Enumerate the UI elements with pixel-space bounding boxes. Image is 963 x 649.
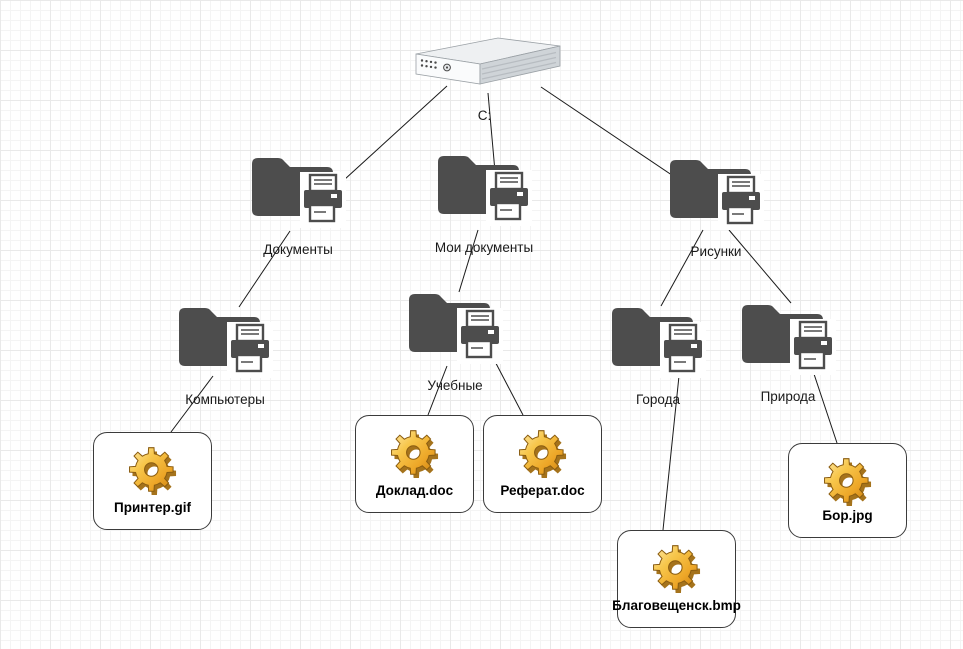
folder-printer-icon: [175, 300, 275, 380]
gear-icon: [388, 427, 442, 483]
node-label-dokumenty: Документы: [263, 242, 333, 257]
gear-icon: [650, 542, 704, 598]
node-label-referat-doc: Реферат.doc: [500, 483, 585, 498]
folder-printer-icon: [405, 286, 505, 366]
node-label-kompyutery: Компьютеры: [185, 392, 265, 407]
node-file-blagoveshchensk-bmp[interactable]: Благовещенск.bmp: [612, 530, 741, 628]
gear-icon: [516, 427, 570, 483]
folder-printer-icon: [248, 150, 348, 230]
node-file-printer-gif[interactable]: Принтер.gif: [93, 432, 212, 530]
node-folder-risunki[interactable]: Рисунки: [666, 152, 766, 264]
node-label-goroda: Города: [635, 392, 681, 407]
node-label-bor-jpg: Бор.jpg: [822, 508, 873, 523]
node-folder-priroda[interactable]: Природа: [738, 297, 838, 409]
node-folder-goroda[interactable]: Города: [608, 300, 708, 412]
node-label-printer-gif: Принтер.gif: [113, 500, 192, 515]
node-label-doklad-doc: Доклад.doc: [375, 483, 454, 498]
node-file-doklad-doc[interactable]: Доклад.doc: [355, 415, 474, 513]
node-folder-moi-dokumenty[interactable]: Мои документы: [434, 148, 534, 260]
node-label-priroda: Природа: [760, 389, 816, 404]
folder-printer-icon: [738, 297, 838, 377]
edge-risunki-to-priroda[interactable]: [728, 229, 792, 304]
gear-icon: [126, 444, 180, 500]
node-folder-dokumenty[interactable]: Документы: [248, 150, 348, 262]
node-folder-kompyutery[interactable]: Компьютеры: [175, 300, 275, 412]
node-folder-uchebnye[interactable]: Учебные: [405, 286, 505, 398]
edge-kompyutery-to-printer-gif[interactable]: [170, 375, 214, 433]
network-server-icon: [402, 32, 567, 94]
edge-goroda-to-blagoveshchensk-bmp[interactable]: [662, 375, 680, 531]
edge-moi-dokumenty-to-uchebnye[interactable]: [458, 229, 479, 293]
edge-dokumenty-to-kompyutery[interactable]: [238, 230, 291, 308]
node-label-drive-c: C:: [477, 108, 492, 123]
edge-risunki-to-goroda[interactable]: [660, 229, 704, 307]
edge-uchebnye-to-doklad-doc[interactable]: [427, 365, 448, 416]
node-label-blagoveshchensk-bmp: Благовещенск.bmp: [612, 598, 741, 613]
folder-printer-icon: [608, 300, 708, 380]
node-file-referat-doc[interactable]: Реферат.doc: [483, 415, 602, 513]
node-drive-c[interactable]: C:: [402, 32, 567, 132]
edge-priroda-to-bor-jpg[interactable]: [812, 370, 838, 444]
node-label-moi-dokumenty: Мои документы: [434, 240, 534, 255]
folder-printer-icon: [434, 148, 534, 228]
node-label-risunki: Рисунки: [690, 244, 742, 259]
node-file-bor-jpg[interactable]: Бор.jpg: [788, 443, 907, 538]
folder-printer-icon: [666, 152, 766, 232]
node-label-uchebnye: Учебные: [427, 378, 483, 393]
gear-icon: [821, 455, 875, 511]
